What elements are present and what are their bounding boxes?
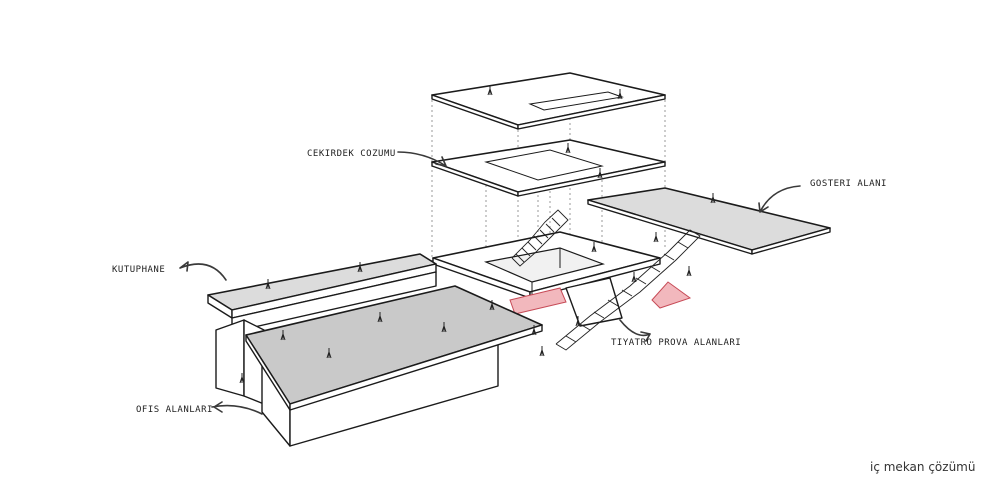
stair-upper [511,209,569,267]
central-platform [432,231,692,327]
label-theatre-rehearsal: TIYATRO PROVA ALANLARI [611,338,741,348]
core-slab [431,139,666,197]
library-block [207,253,437,333]
arrow-gosteri [758,185,801,213]
label-offices: OFIS ALANLARI [136,405,213,415]
label-performance-area: GOSTERI ALANI [810,179,887,189]
caption: iç mekan çözümü [870,460,975,474]
label-core: CEKIRDEK COZUMU [307,149,396,159]
arrow-tiyatro [619,319,651,342]
scale-figures [239,85,716,384]
office-block [215,285,543,447]
arrow-cekirdek [397,151,447,167]
annotation-arrows [179,151,801,415]
arrow-ofis [211,401,263,415]
stair-lower [555,229,701,351]
arrow-kutuphane [179,261,227,281]
top-roof-slab [431,72,666,130]
label-library: KUTUPHANE [112,265,165,275]
performance-area-slab [587,187,831,255]
